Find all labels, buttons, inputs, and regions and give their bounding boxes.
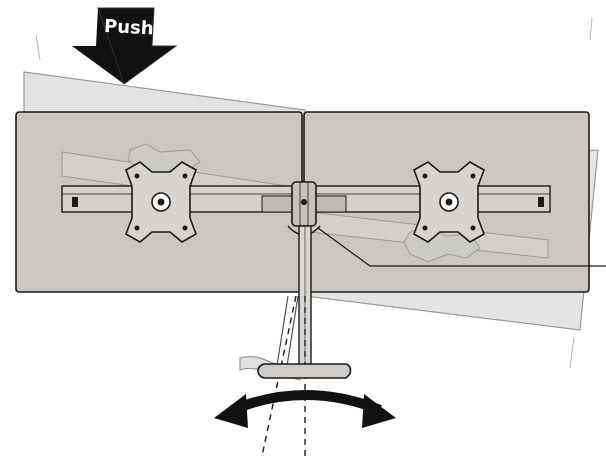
push-label: Push — [104, 16, 155, 40]
callout-line — [317, 227, 606, 267]
tilted-pole-ghost — [275, 295, 299, 373]
left-vesa-plate — [125, 161, 197, 243]
right-vesa-plate — [413, 161, 485, 243]
curved-double-arrow-icon — [214, 390, 396, 428]
mount-base — [257, 363, 352, 379]
down-arrow-icon — [72, 7, 178, 85]
